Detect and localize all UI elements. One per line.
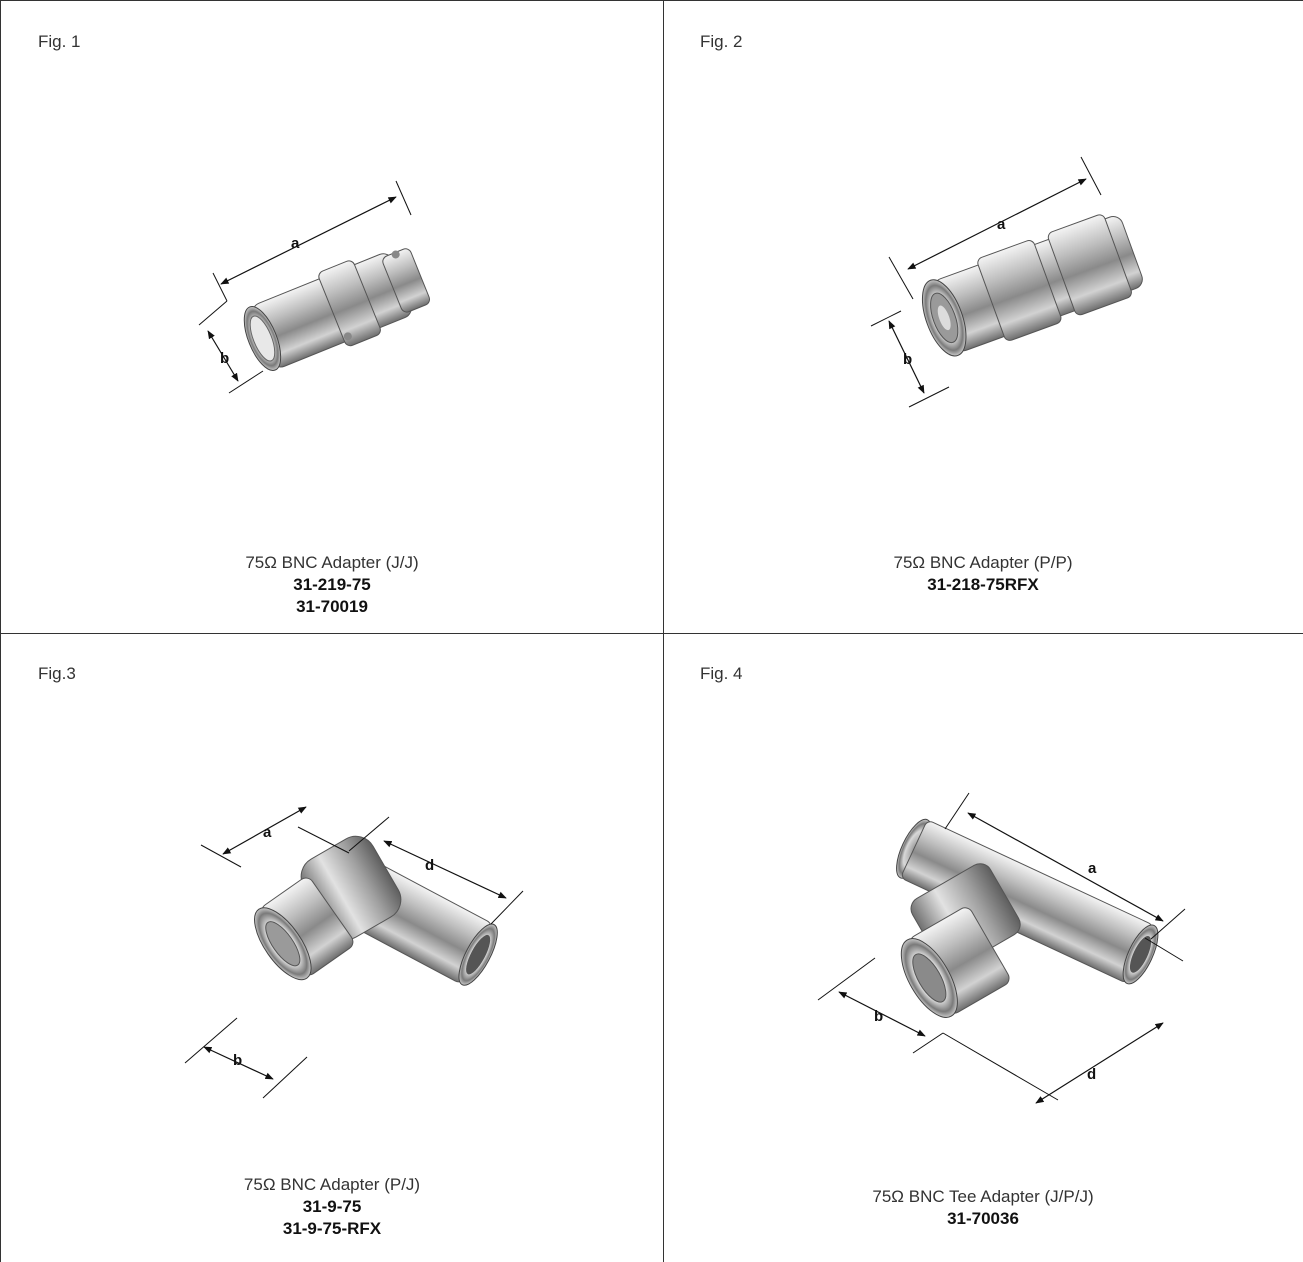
product-description: 75Ω BNC Adapter (J/J) (245, 553, 419, 572)
dimension-label-b: b (233, 1052, 242, 1069)
part-number: 31-9-75 (302, 1197, 362, 1216)
connector-drawing-right-angle: a d b (184, 806, 524, 1099)
dimension-label-b: b (874, 1008, 883, 1025)
product-description: 75Ω BNC Tee Adapter (J/P/J) (872, 1187, 1094, 1206)
dimension-label-a: a (291, 235, 300, 252)
figure-caption: 75Ω BNC Tee Adapter (J/P/J) 31-70036 (663, 1186, 1303, 1230)
part-number: 31-218-75RFX (927, 575, 1039, 594)
figure-panel-4: Fig. 4 a b (663, 633, 1303, 1262)
figure-panel-1: Fig. 1 a b 75Ω BNC Adapter (0, 0, 664, 634)
part-number: 31-219-75 (293, 575, 371, 594)
figure-caption: 75Ω BNC Adapter (P/J) 31-9-75 31-9-75-RF… (1, 1174, 663, 1240)
dimension-line-a (907, 178, 1087, 270)
dimension-label-b: b (220, 350, 229, 367)
dimension-label-a: a (1088, 860, 1097, 877)
part-number: 31-70036 (947, 1209, 1019, 1228)
figure-caption: 75Ω BNC Adapter (J/J) 31-219-75 31-70019 (1, 552, 663, 618)
figure-caption: 75Ω BNC Adapter (P/P) 31-218-75RFX (663, 552, 1303, 596)
dimension-line-a (222, 806, 307, 855)
figure-label: Fig. 4 (700, 664, 743, 683)
dimension-line-a (220, 196, 397, 285)
dimension-line-a (967, 812, 1164, 922)
dimension-line-b (838, 991, 926, 1037)
dimension-label-d: d (425, 857, 434, 874)
product-description: 75Ω BNC Adapter (P/P) (893, 553, 1073, 572)
dimension-label-a: a (263, 824, 272, 841)
figure-label: Fig. 2 (700, 32, 743, 51)
connector-drawing-plug-plug: a b (870, 156, 1143, 408)
dimension-label-a: a (997, 216, 1006, 233)
dimension-line-b (207, 330, 239, 382)
connector-body (921, 214, 1143, 357)
figure-label: Fig.3 (38, 664, 76, 683)
dimension-line-d (1035, 1022, 1164, 1104)
figure-panel-3: Fig.3 a d (0, 633, 664, 1262)
part-number: 31-9-75-RFX (282, 1219, 382, 1238)
part-number: 31-70019 (296, 597, 368, 616)
dimension-line-d (383, 840, 507, 899)
figure-label: Fig. 1 (38, 32, 81, 51)
dimension-label-d: d (1087, 1066, 1096, 1083)
product-description: 75Ω BNC Adapter (P/J) (243, 1175, 421, 1194)
dimension-line-b (203, 1046, 274, 1080)
connector-drawing-jack-jack: a b (198, 180, 431, 394)
figure-panel-2: Fig. 2 a b 75Ω BNC Adapter (P/P) 31-218-… (663, 0, 1303, 634)
dimension-label-b: b (903, 351, 912, 368)
connector-body (243, 248, 431, 371)
connector-drawing-tee: a b d (817, 792, 1186, 1104)
dimension-line-b (888, 320, 925, 394)
